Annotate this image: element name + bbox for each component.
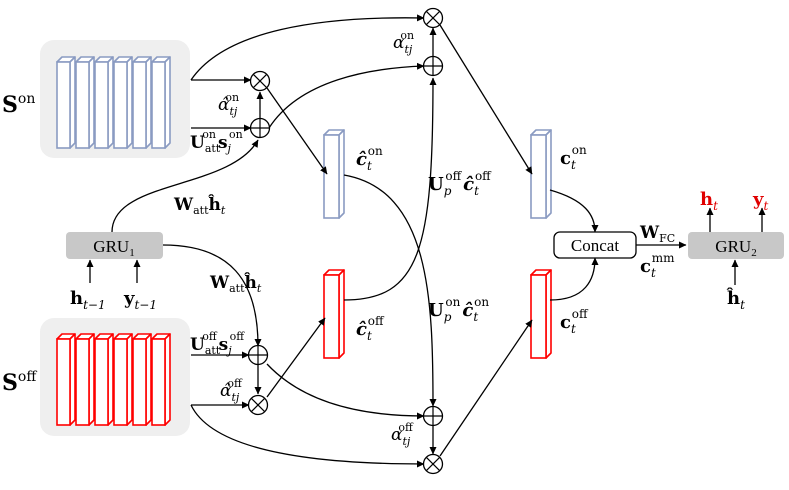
- s-on-vector-bar: [75, 56, 95, 149]
- s-on-vector-stack: [56, 56, 171, 149]
- multiply-off-bottom-op: [422, 453, 444, 475]
- y-t-minus-1-label: yt−1: [123, 288, 157, 312]
- s-off-vector-bar: [75, 333, 95, 426]
- c-hat-on-bar: [323, 129, 345, 219]
- c-hat-on-vector: [323, 129, 345, 219]
- concat-label: Concat: [571, 236, 619, 255]
- s-on-vector-bar: [151, 56, 171, 149]
- s-off-vector-bar: [94, 333, 114, 426]
- concat-box: [553, 231, 637, 259]
- s-off-vector-bar: [132, 333, 152, 426]
- s-off-vector-bar: [56, 333, 76, 426]
- w-att-top-label: Wattĥt: [173, 194, 226, 217]
- output-y-label: yt: [752, 189, 768, 213]
- s-off-vector-bar: [113, 333, 133, 426]
- multiply-on-left-op: [249, 70, 271, 92]
- c-on-bar: [530, 129, 552, 219]
- plus-on-top-op: [422, 55, 444, 77]
- plus-on-left-op: [249, 117, 271, 139]
- c-off-vector: [530, 269, 552, 359]
- gru2-label: GRU2: [715, 237, 756, 259]
- c-off-bar: [530, 269, 552, 359]
- gru1-label: GRU1: [93, 237, 134, 259]
- s-off-vector-bar: [151, 333, 171, 426]
- alpha-off-label: αtjoff: [391, 421, 414, 448]
- s-on-vector-bar: [94, 56, 114, 149]
- s-on-vector-bar: [113, 56, 133, 149]
- w-att-bot-label: Wattĥt: [209, 272, 262, 295]
- alpha-hat-off-label: α̂tjoff: [220, 377, 243, 404]
- multiply-off-left-op: [247, 394, 269, 416]
- cmm-label: ctmm: [640, 251, 675, 280]
- s-off-vector-stack: [56, 333, 171, 426]
- alpha-hat-on-label: α̂tjon: [218, 91, 239, 118]
- plus-off-left-op: [247, 344, 269, 366]
- operators: [247, 7, 444, 475]
- c-on-label: cton: [560, 143, 587, 172]
- output-h-label: ht: [700, 189, 718, 213]
- multiply-on-top-op: [422, 7, 444, 29]
- h-hat-t-label: ĥt: [726, 286, 745, 312]
- gru2-box: [688, 232, 784, 259]
- connections: [86, 14, 766, 468]
- s-on-vector-bar: [132, 56, 152, 149]
- gru1-box: [66, 232, 163, 259]
- c-on-vector: [530, 129, 552, 219]
- s-on-vector-bar: [56, 56, 76, 149]
- s-off-label: Soff: [2, 369, 37, 396]
- wfc-label: WFC: [639, 223, 675, 245]
- c-hat-off-label: ĉtoff: [356, 314, 385, 343]
- c-off-label: ctoff: [560, 307, 589, 336]
- plus-off-bottom-op: [422, 405, 444, 427]
- c-hat-off-bar: [323, 269, 345, 359]
- s-on-label: Son: [2, 91, 35, 118]
- alpha-on-label: αtjon: [393, 29, 414, 56]
- c-hat-off-vector: [323, 269, 345, 359]
- h-t-minus-1-label: ht−1: [70, 288, 106, 312]
- c-hat-on-label: ĉton: [356, 144, 383, 173]
